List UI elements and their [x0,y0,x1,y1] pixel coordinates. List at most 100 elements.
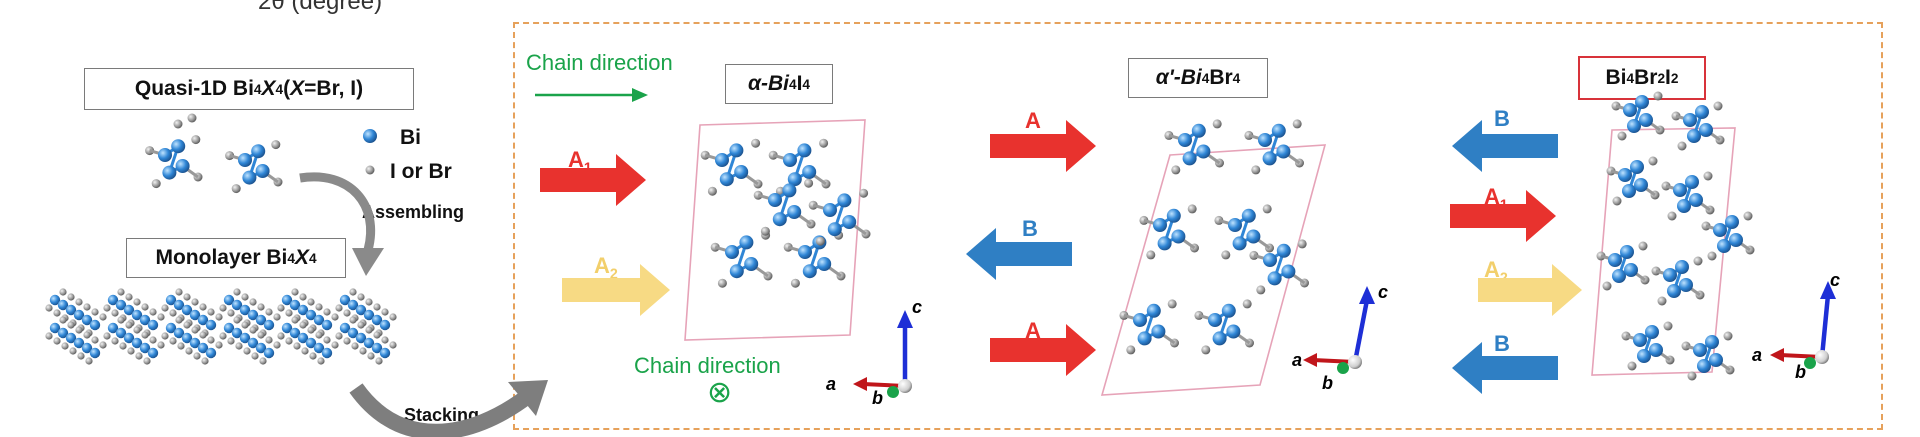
bi-atom [1232,236,1247,251]
halogen-atom [1297,239,1307,249]
axis-origin [1348,355,1362,369]
box1-sub1: 4 [788,76,797,92]
halogen-atom [201,357,209,365]
bi-atom [802,264,817,279]
halogen-atom [235,342,243,350]
arrow-b-top [1452,120,1558,172]
halogen-atom [367,352,375,360]
halogen-atom [215,341,223,349]
halogen-atom [349,288,357,296]
bi-atom [1630,160,1644,174]
halogen-atom [173,119,183,129]
quasi-title-suffix: =Br, I) [304,77,364,100]
bi-atom [181,304,193,316]
bi-atom [123,304,135,316]
halogen-atom [249,326,257,334]
bi-atom [1663,268,1677,282]
bi-atom [371,314,383,326]
halogen-atom [707,186,717,196]
halogen-atom [77,352,85,360]
bi-atom [1182,151,1197,166]
bi-atom [1246,229,1261,244]
bi-atom [289,299,301,311]
halogen-atom [207,308,215,316]
halogen-atom [219,304,227,312]
halogen-atom [307,326,315,334]
halogen-atom [1723,331,1733,341]
halogen-atom [301,347,309,355]
bi-atom [223,322,235,334]
bi-atom [734,165,749,179]
bi-atom [772,212,787,227]
halogen-atom [760,226,770,236]
box1-prefix: α-Bi [747,72,789,95]
bi-atom [1608,253,1622,267]
bi-atom [1689,193,1703,207]
a2-left-letter: A [594,253,610,278]
bi-atom [289,327,301,339]
halogen-atom [233,288,241,296]
box3-sub3: 2 [1670,70,1679,86]
bi-atom [1137,331,1152,346]
halogen-atom [277,304,285,312]
monolayer-x: X [294,246,309,269]
bi-atom [379,347,391,359]
arrow-b-mid-label: B [1022,216,1038,241]
halogen-atom [1171,165,1181,175]
bi-atom [223,294,235,306]
bi-atom [231,327,243,339]
bi-atom [1729,233,1743,247]
bi-atom [842,215,857,229]
halogen-atom [133,326,141,334]
box2-sub1: 4 [1201,70,1210,86]
halogen-atom [99,313,107,321]
bi-atom [1624,263,1638,277]
bi-atom [1153,218,1167,232]
bi-atom [787,172,802,187]
bi-atom [355,304,367,316]
bi-atom [1699,123,1713,137]
axis-origin [898,379,912,393]
bi-atom [297,332,309,344]
halogen-atom [175,316,183,324]
bi-atom [263,347,275,359]
bi-atom [1634,178,1648,192]
stacking-label: Stacking [404,405,480,425]
bi-atom [158,148,172,162]
halogen-atom [59,316,67,324]
bi-atom [189,337,201,349]
bi-atom [181,332,193,344]
halogen-atom [389,313,397,321]
bi-atom [1649,343,1663,357]
axis-b-label-1: b [872,388,883,408]
axis-a-head [1770,348,1784,362]
halogen-atom [804,178,814,188]
box3-sub2: 2 [1657,70,1666,86]
halogen-atom [1212,119,1222,129]
monolayer-sub2: 4 [308,250,317,266]
bi-atom [57,327,69,339]
halogen-atom [135,352,143,360]
a2-left-sub: 2 [609,266,618,283]
bi-atom [355,332,367,344]
halogen-atom [1667,211,1677,221]
halogen-atom [1617,131,1627,141]
quasi-title-paren: ( [283,77,291,100]
halogen-atom [331,341,339,349]
halogen-atom [141,331,149,339]
box1-sub2: 4 [802,76,811,92]
bi-atom [1263,253,1277,267]
halogen-atom [381,336,389,344]
halogen-atom [233,316,241,324]
halogen-atom [103,332,111,340]
arrow-b-mid [966,228,1072,280]
halogen-atom [53,337,61,345]
halogen-atom [819,138,829,148]
bi-atom [1276,243,1291,258]
halogen-atom [207,336,215,344]
chain-direction-top-label: Chain direction [526,50,673,75]
axis-c-label-2: c [1378,282,1389,302]
stacking-arrow-head [508,380,548,416]
